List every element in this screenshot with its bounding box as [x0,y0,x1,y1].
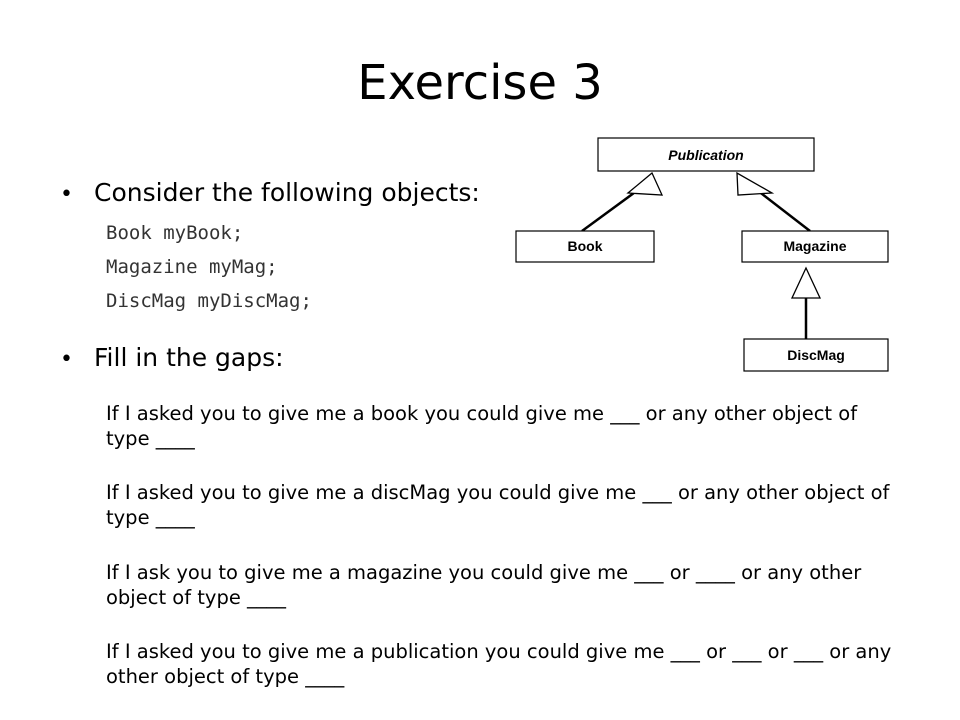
bullet-dot-icon: • [60,347,73,372]
bullet-dot-icon: • [60,182,73,207]
class-hierarchy-diagram: Publication Book Magazine [515,137,889,372]
book-inherits-publication-arrow [581,171,664,233]
magazine-class-label: Magazine [783,238,846,254]
question-book: If I asked you to give me a book you cou… [106,402,858,451]
magazine-inherits-publication-arrow [736,171,811,232]
book-class-label: Book [568,238,603,254]
code-line-discmag: DiscMag myDiscMag; [106,290,312,312]
magazine-class: Magazine [741,230,889,263]
bullet-consider-text: Consider the following objects: [94,178,480,207]
code-line-book: Book myBook; [106,222,244,244]
publication-class-label: Publication [668,147,743,163]
discmag-class-label: DiscMag [787,347,845,363]
bullet-fill: • Fill in the gaps: [60,343,284,373]
discmag-class: DiscMag [743,338,889,372]
bullet-fill-text: Fill in the gaps: [94,343,284,372]
discmag-inherits-magazine-arrow [790,266,822,339]
publication-class: Publication [597,137,815,172]
book-class: Book [515,230,655,263]
question-publication: If I asked you to give me a publication … [106,640,892,689]
question-magazine: If I ask you to give me a magazine you c… [106,561,862,610]
code-line-magazine: Magazine myMag; [106,256,278,278]
bullet-consider: • Consider the following objects: [60,178,480,208]
slide-title: Exercise 3 [357,55,603,111]
question-discmag: If I asked you to give me a discMag you … [106,481,890,530]
